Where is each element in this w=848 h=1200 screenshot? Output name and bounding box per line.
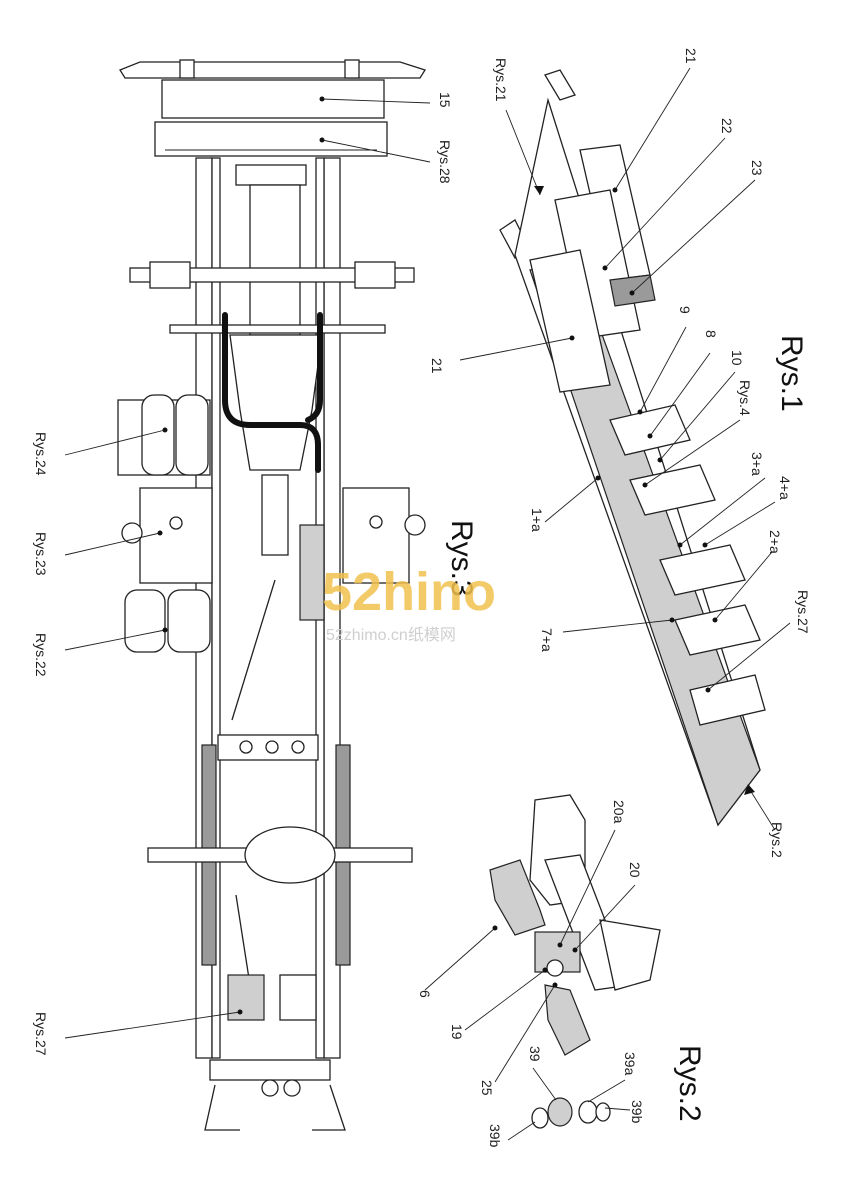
tank-rys24-b	[175, 394, 209, 476]
box-rys23-cap	[121, 522, 143, 544]
box-rys23-bolt	[169, 516, 183, 530]
part-39b-right	[595, 1102, 611, 1122]
label-rys3: Rys.3	[445, 520, 478, 597]
differential	[244, 826, 336, 884]
label-15: 15	[437, 92, 453, 108]
crossmember-2a	[659, 544, 746, 596]
label-39b-left: 39b	[487, 1124, 503, 1148]
frame-gray-block	[299, 524, 325, 621]
coupling-right	[283, 1079, 301, 1097]
label-39a: 39a	[622, 1052, 638, 1076]
front-hub-left	[149, 261, 191, 289]
part-15-box	[161, 79, 385, 119]
label-22: 22	[719, 118, 735, 134]
tank-rys22-b	[167, 589, 211, 653]
part-19	[546, 959, 564, 977]
prop-shaft-upper	[261, 474, 289, 556]
frame-tab-top	[544, 69, 576, 101]
detail-labels: 20a 20 6 19 25 39 39a 39b 39b Rys.2	[417, 800, 706, 1148]
rear-prop-shaft	[235, 894, 251, 986]
part-39a	[578, 1100, 598, 1124]
coupling-left	[261, 1079, 279, 1097]
crossmember-hole-3	[291, 740, 305, 754]
label-9: 9	[677, 306, 693, 314]
prop-shaft-lower	[231, 579, 276, 721]
label-25: 25	[479, 1080, 495, 1096]
tank-rys24-a	[141, 394, 175, 476]
box-right-cap	[404, 514, 426, 536]
bumper-bracket-right	[344, 59, 360, 79]
box-rys23-left	[139, 487, 213, 584]
part-6	[489, 859, 546, 936]
label-39b-right: 39b	[629, 1100, 645, 1124]
crossmember-hole-2	[265, 740, 279, 754]
crossmember-7a	[674, 604, 761, 656]
label-3a: 3+a	[749, 452, 765, 476]
chassis-top-view	[117, 59, 426, 1131]
crossmember-rear	[689, 674, 766, 726]
watermark: 52hino 52zhimo.cn纸模网	[322, 562, 496, 644]
label-4a: 4+a	[777, 476, 793, 500]
label-21-left: 21	[429, 358, 445, 374]
tow-hook-right	[312, 1084, 346, 1131]
bumper-bracket-left	[179, 59, 195, 79]
frame-labels: Rys.21 21 22 23 21 9 8 10 Rys.4 3+a 4+a …	[429, 48, 811, 858]
label-39: 39	[527, 1046, 543, 1062]
title-rys2: Rys.2	[673, 1045, 706, 1122]
label-rys27-frame: Rys.27	[795, 590, 811, 634]
tie-rod	[169, 324, 386, 334]
front-hub-right	[354, 261, 396, 289]
part-39b-left	[531, 1107, 549, 1129]
label-rys27-chassis: Rys.27	[33, 1012, 49, 1056]
front-bumper	[119, 61, 426, 79]
chassis-labels: 15 Rys.28 Rys.24 Rys.23 Rys.22 Rys.27 Ry…	[33, 92, 478, 1056]
tank-rys22-a	[124, 589, 166, 653]
label-20a: 20a	[611, 800, 627, 824]
label-2a: 2+a	[767, 530, 783, 554]
label-10: 10	[729, 350, 745, 366]
watermark-logo: 52hino	[322, 562, 496, 622]
front-axle	[129, 267, 415, 283]
detail-hook	[544, 984, 591, 1056]
label-rys4: Rys.4	[737, 380, 753, 416]
engine-gearbox	[229, 334, 323, 471]
rear-end-frame	[209, 1059, 331, 1081]
detail-assembly-rys2	[489, 794, 661, 1129]
crossmember-hole-1	[239, 740, 253, 754]
label-23: 23	[749, 160, 765, 176]
winch-drum	[279, 974, 317, 1021]
crossmember-8	[609, 404, 691, 456]
label-rys24: Rys.24	[33, 432, 49, 476]
detail-bracket	[599, 919, 661, 991]
engine-block	[249, 184, 301, 336]
label-rys2-frame: Rys.2	[769, 822, 785, 858]
label-1a: 1+a	[529, 508, 545, 532]
label-7a: 7+a	[539, 628, 555, 652]
label-19: 19	[449, 1024, 465, 1040]
label-rys22: Rys.22	[33, 633, 49, 677]
label-8: 8	[703, 330, 719, 338]
label-rys21: Rys.21	[493, 58, 509, 102]
hose-right	[305, 312, 323, 423]
radiator-top	[235, 164, 307, 186]
part-rys28-box	[154, 121, 388, 157]
label-6: 6	[417, 990, 433, 998]
block-21-left	[529, 249, 611, 393]
watermark-site: 52zhimo.cn纸模网	[326, 626, 456, 644]
title-rys1: Rys.1	[775, 335, 808, 412]
crossmember-3a	[629, 464, 716, 516]
part-39	[547, 1097, 573, 1127]
box-right	[342, 487, 410, 584]
hose-left	[222, 312, 321, 473]
label-20: 20	[627, 862, 643, 878]
tow-hook-left	[204, 1084, 240, 1131]
label-21-top: 21	[683, 48, 699, 64]
label-rys23: Rys.23	[33, 532, 49, 576]
block-23	[609, 274, 656, 307]
frame-rail-left-inner	[211, 157, 221, 1059]
box-right-bolt	[369, 515, 383, 529]
frame-assembly-rys1	[499, 69, 766, 827]
label-rys28: Rys.28	[437, 140, 453, 184]
